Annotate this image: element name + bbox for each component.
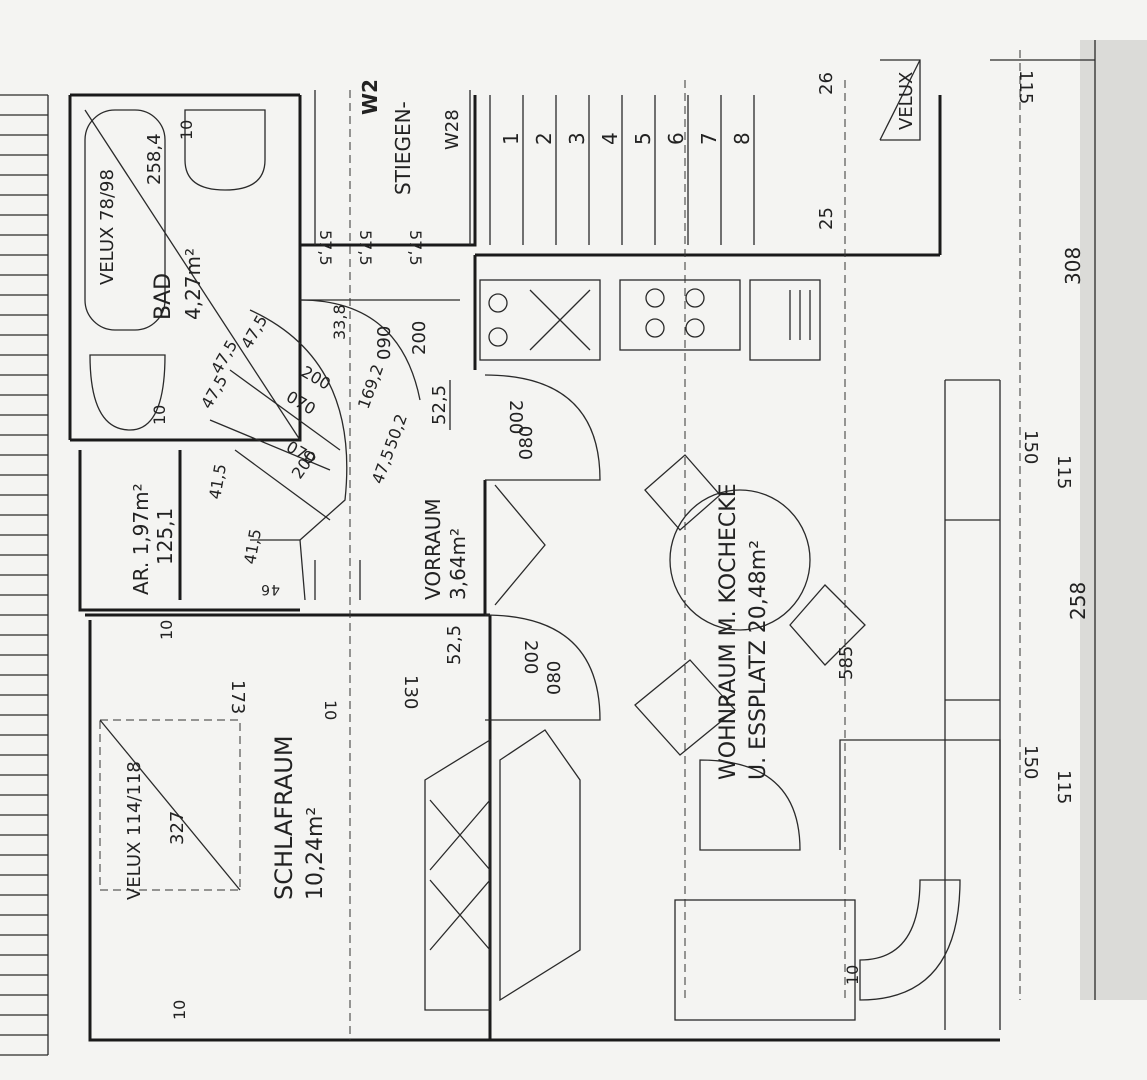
door1-h: 200 <box>505 400 526 434</box>
dim-10e: 10 <box>321 700 340 720</box>
dim-090: 090 <box>374 326 395 360</box>
wardrobes <box>424 729 581 1011</box>
dim-525b: 52,5 <box>444 625 465 665</box>
w28-label: W28 <box>442 109 463 150</box>
dim-258: 258 <box>1066 582 1090 620</box>
stair-e: 41,5 <box>240 527 265 565</box>
step-number: 3 <box>565 132 589 145</box>
schlafraum-name: SCHLAFRAUM <box>270 735 298 900</box>
stair-200a: 200 <box>298 362 334 394</box>
spiral-stair <box>209 299 421 601</box>
dim-10f: 10 <box>843 965 862 985</box>
wohnraum-line1: WOHNRAUM M. KOCHECKE <box>716 483 741 780</box>
step-number: 1 <box>499 132 523 145</box>
velux-windows <box>99 59 921 891</box>
dim-130: 130 <box>400 675 421 709</box>
stair-run <box>489 95 755 245</box>
bathroom-fixtures <box>84 109 301 441</box>
door2-w: 080 <box>544 661 565 695</box>
doors <box>449 374 601 721</box>
outer-walls <box>68 93 1000 1042</box>
dimension-labels: 308 258 150 115 150 115 115 26 25 10 10 … <box>150 70 1090 1020</box>
dim-10b: 10 <box>150 405 169 425</box>
stair-475: 47,5 <box>368 446 398 486</box>
velux-right: VELUX <box>896 72 917 130</box>
dim-26: 26 <box>816 72 837 95</box>
wohnraum-line2: U. ESSPLATZ 20,48m² <box>746 540 771 780</box>
dim-525a: 52,5 <box>429 385 450 425</box>
dim-115-top: 115 <box>1015 70 1036 104</box>
dim-173: 173 <box>227 680 248 714</box>
step-number: 2 <box>532 132 556 145</box>
dim-200top: 200 <box>409 321 430 355</box>
bad-name: BAD <box>151 273 176 320</box>
door1-w: 080 <box>516 426 537 460</box>
dim-150a: 150 <box>1020 430 1041 464</box>
stair-1692: 169,2 <box>354 362 388 412</box>
dim-338: 33,8 <box>330 304 349 340</box>
dim-10c: 10 <box>157 620 176 640</box>
step-number: 6 <box>664 132 688 145</box>
velux-bath-num: 258,4 <box>144 133 165 185</box>
door2-h: 200 <box>520 640 541 674</box>
velux-sleep-num: 327 <box>167 811 188 845</box>
dim-57c: 57,5 <box>406 230 425 266</box>
dim-25: 25 <box>816 207 837 230</box>
wohn-num: 585 <box>836 646 857 680</box>
schlafraum-area: 10,24m² <box>303 807 328 900</box>
dim-10d: 10 <box>170 1000 189 1020</box>
scan-shadow <box>1080 40 1147 1000</box>
kitchen-counter <box>479 279 821 361</box>
bad-area: 4,27m² <box>181 248 205 320</box>
dim-115a: 115 <box>1053 455 1074 489</box>
dim-57b: 57,5 <box>356 230 375 266</box>
ceiling-lines <box>349 80 846 1040</box>
step-number: 5 <box>631 132 655 145</box>
dormer-edge <box>944 40 1096 1030</box>
velux-bath-label: VELUX 78/98 <box>97 169 118 285</box>
stair-4: 4 <box>271 581 280 597</box>
step-number: 7 <box>697 132 721 145</box>
dim-308: 308 <box>1061 247 1085 285</box>
stair-502: 50,2 <box>381 411 411 451</box>
ar-num: 125,1 <box>153 508 177 565</box>
roof-battens <box>0 94 49 1056</box>
stair-d: 41,5 <box>205 462 230 500</box>
stair-6: 6 <box>261 581 270 597</box>
step-number: 4 <box>598 132 622 145</box>
dim-115b: 115 <box>1053 770 1074 804</box>
velux-sleep-label: VELUX 114/118 <box>124 761 145 900</box>
w2-label: W2 <box>358 79 382 115</box>
room-labels: VELUX 78/98 258,4 BAD 4,27m² AR. 1,97m² … <box>97 72 917 900</box>
vorraum-area: 3,64m² <box>446 528 470 600</box>
dining-set <box>634 454 866 851</box>
dim-10a: 10 <box>177 120 196 140</box>
vorraum-name: VORRAUM <box>421 498 445 600</box>
living-furniture <box>674 739 1001 1021</box>
step-number: 8 <box>730 132 754 145</box>
stair-b: 47,5 <box>197 372 231 412</box>
dim-57a: 57,5 <box>316 230 335 266</box>
dim-150b: 150 <box>1020 745 1041 779</box>
ar-name: AR. 1,97m² <box>129 483 153 595</box>
stiegen-label: STIEGEN- <box>391 101 415 195</box>
